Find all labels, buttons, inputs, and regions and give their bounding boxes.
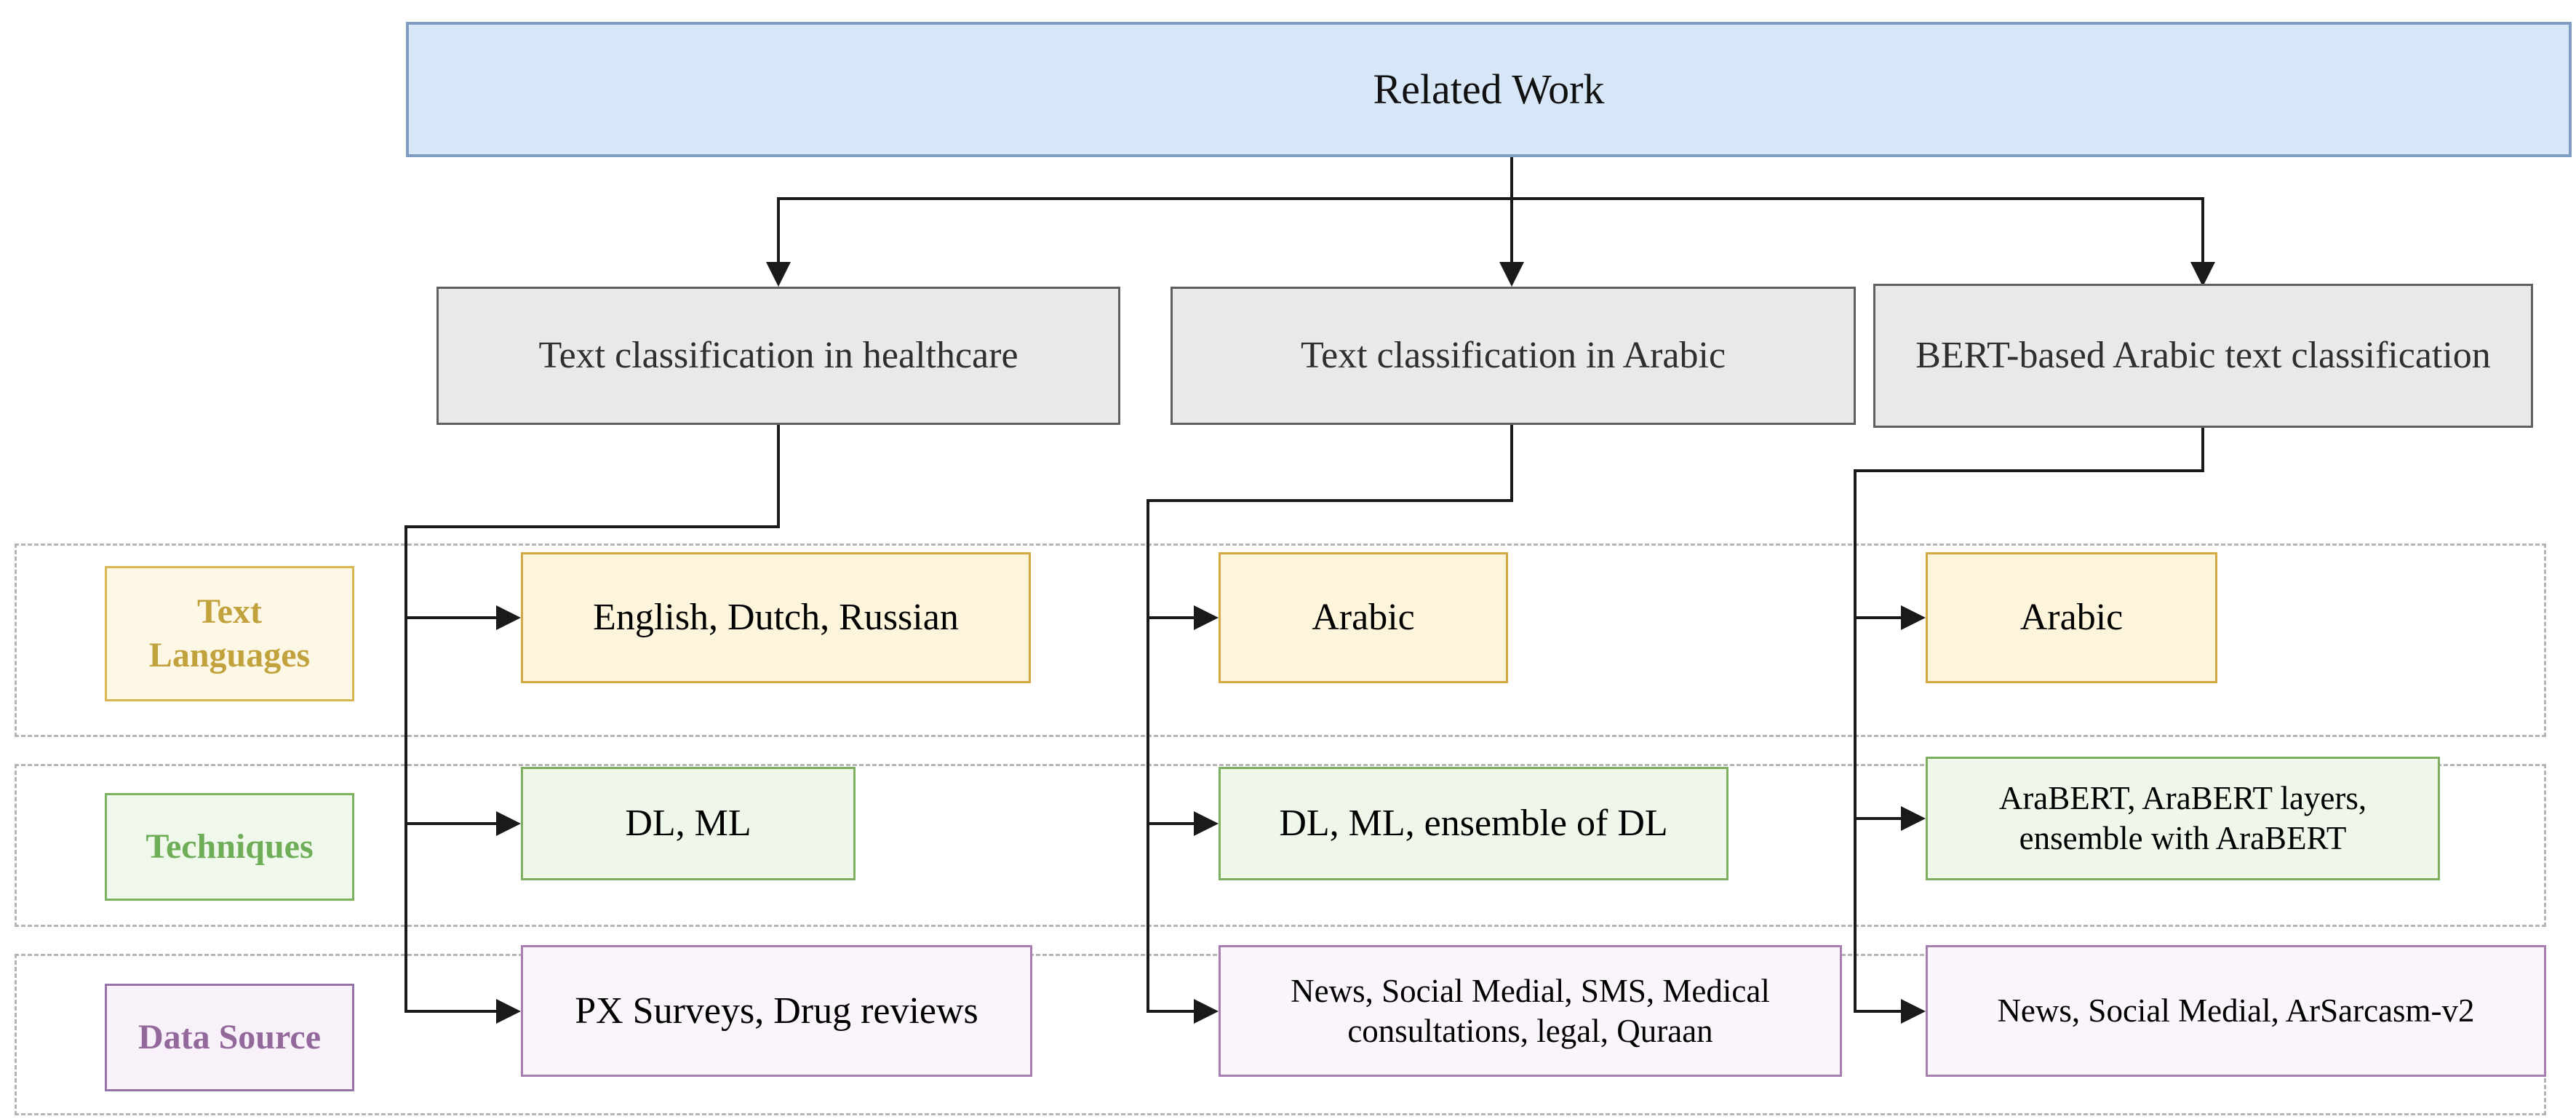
arrowhead-right-col2-languages-icon [1194,605,1219,630]
connector-col1-rail [404,525,407,1013]
row-label-text-languages: Text Languages [105,566,354,701]
arrowhead-right-col3-languages-icon [1901,605,1926,630]
root-node-related-work: Related Work [406,22,2572,157]
arrowhead-down-col1-icon [766,262,791,287]
cell-techniques-arabic: DL, ML, ensemble of DL [1219,767,1728,880]
arrowhead-right-col1-data-source-icon [496,999,521,1024]
cell-data-source-arabic: News, Social Medial, SMS, Medical consul… [1219,945,1842,1077]
cell-data-source-healthcare: PX Surveys, Drug reviews [521,945,1032,1077]
connector-col2-branch-drop [1510,425,1513,502]
cell-text-languages-healthcare: English, Dutch, Russian [521,552,1031,683]
cell-text-languages-bert: Arabic [1926,552,2217,683]
connector-col2-stub-languages [1147,616,1197,619]
cell-techniques-healthcare: DL, ML [521,767,856,880]
arrowhead-right-col1-languages-icon [496,605,521,630]
connector-col2-elbow [1147,499,1513,502]
cell-techniques-bert: AraBERT, AraBERT layers, ensemble with A… [1926,757,2440,880]
branch-node-bert-arabic: BERT-based Arabic text classification [1873,284,2533,428]
arrowhead-down-col3-icon [2190,262,2215,287]
connector-drop-col3 [2201,197,2204,266]
connector-col3-stub-languages [1854,616,1906,619]
arrowhead-right-col2-techniques-icon [1194,811,1219,836]
arrowhead-right-col3-data-source-icon [1901,999,1926,1024]
connector-root-stem [1510,157,1513,200]
connector-col1-stub-techniques [404,822,502,825]
connector-drop-col1 [777,197,780,266]
connector-col1-branch-drop [777,425,780,528]
connector-col3-rail [1854,469,1857,1013]
connector-col1-elbow [404,525,778,528]
connector-col2-stub-techniques [1147,822,1197,825]
connector-col2-rail [1147,499,1149,1013]
connector-col3-branch-drop [2201,428,2204,472]
row-label-techniques: Techniques [105,793,354,901]
branch-node-arabic: Text classification in Arabic [1171,287,1856,425]
cell-data-source-bert: News, Social Medial, ArSarcasm-v2 [1926,945,2546,1077]
arrowhead-right-col3-techniques-icon [1901,806,1926,831]
arrowhead-right-col2-data-source-icon [1194,999,1219,1024]
connector-col3-stub-data-source [1854,1010,1906,1013]
arrowhead-right-col1-techniques-icon [496,811,521,836]
connector-col3-elbow [1854,469,2204,472]
arrowhead-down-col2-icon [1499,262,1524,287]
connector-drop-col2 [1510,197,1513,266]
connector-col2-stub-data-source [1147,1010,1197,1013]
connector-col1-stub-data-source [404,1010,502,1013]
branch-node-healthcare: Text classification in healthcare [436,287,1120,425]
row-label-data-source: Data Source [105,984,354,1091]
connector-root-distributor [777,197,2204,200]
connector-col1-stub-languages [404,616,502,619]
cell-text-languages-arabic: Arabic [1219,552,1508,683]
connector-col3-stub-techniques [1854,817,1906,820]
